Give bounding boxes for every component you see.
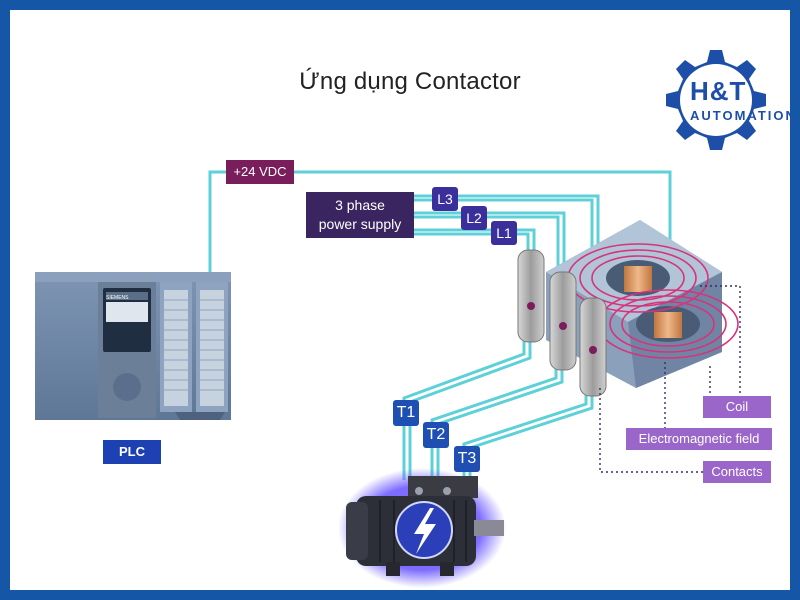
contact-l3 xyxy=(517,249,545,343)
phase-l2-label: L2 xyxy=(461,206,487,230)
power-supply-line2: power supply xyxy=(318,216,402,232)
logo-brand: H&T xyxy=(690,76,747,106)
contactor-diagram: SIEMENS xyxy=(35,50,766,588)
vdc-label: +24 VDC xyxy=(226,160,294,184)
terminal-t1-label: T1 xyxy=(393,400,419,426)
vdc-wire xyxy=(208,170,672,280)
contacts xyxy=(517,249,607,397)
coil-label: Coil xyxy=(703,396,771,418)
lightning-bolt-icon xyxy=(414,508,436,554)
coil-winding-lower xyxy=(654,312,682,338)
coil-winding-upper xyxy=(624,266,652,292)
gear-icon xyxy=(666,50,766,150)
phase-l3-label: L3 xyxy=(432,187,458,211)
label-leaders xyxy=(599,285,741,473)
electromagnetic-field-label: Electromagnetic field xyxy=(626,428,772,450)
contact-l2 xyxy=(549,271,577,371)
power-supply-label: 3 phase power supply xyxy=(306,192,414,238)
plc-device: SIEMENS xyxy=(35,272,231,420)
plc-label: PLC xyxy=(103,440,161,464)
terminal-t3-label: T3 xyxy=(454,446,480,472)
phase-l1-label: L1 xyxy=(491,221,517,245)
terminal-t2-label: T2 xyxy=(423,422,449,448)
contacts-label: Contacts xyxy=(703,461,771,483)
power-supply-line1: 3 phase xyxy=(335,197,385,213)
plc-brand-text: SIEMENS xyxy=(106,295,129,301)
logo-subtitle: AUTOMATION xyxy=(690,108,797,123)
page-title: Ứng dụng Contactor xyxy=(299,68,521,95)
motor xyxy=(338,468,506,588)
contact-l1 xyxy=(579,297,607,397)
plc-dpad xyxy=(113,373,141,401)
